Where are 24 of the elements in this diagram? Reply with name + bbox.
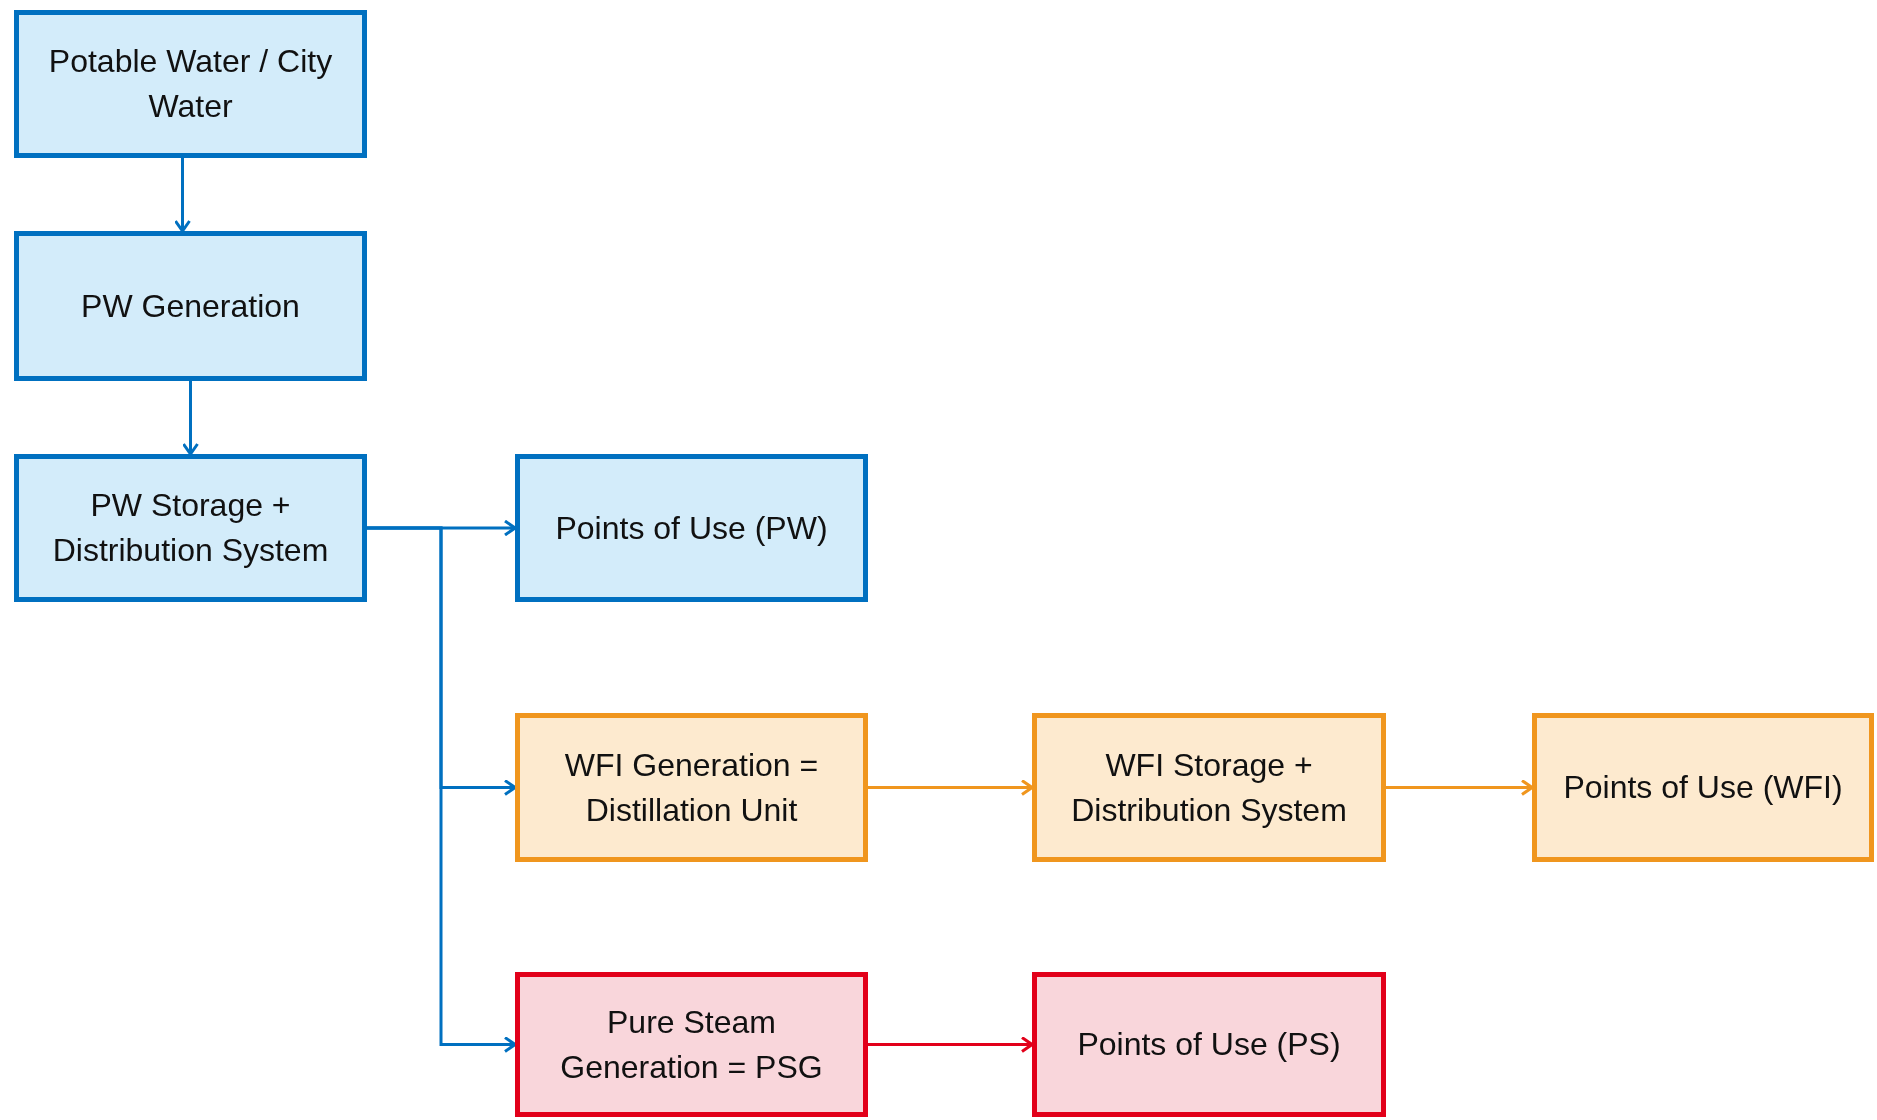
arrow	[868, 1036, 1034, 1053]
process-box	[1032, 972, 1386, 1117]
process-box	[14, 454, 367, 602]
process-box	[1032, 713, 1386, 862]
process-box	[14, 10, 367, 158]
process-box	[515, 713, 868, 862]
process-box	[515, 454, 868, 602]
box-label: WFI Storage + Distribution System	[1070, 745, 1348, 830]
arrow	[1386, 779, 1534, 796]
arrow	[367, 526, 517, 1053]
box-label: Pure Steam Generation = PSG	[559, 1002, 824, 1087]
box-label: PW Storage + Distribution System	[51, 486, 330, 570]
box-label: Points of Use (PS)	[1076, 1025, 1342, 1065]
arrow	[174, 158, 191, 233]
process-box	[1532, 713, 1874, 862]
arrow	[868, 779, 1034, 796]
box-label: WFI Generation = Distillation Unit	[563, 745, 820, 830]
arrow	[182, 381, 199, 456]
box-label: PW Generation	[80, 286, 301, 326]
box-label: Points of Use (WFI)	[1562, 768, 1844, 808]
box-label: Points of Use (PW)	[554, 508, 829, 548]
process-box	[515, 972, 868, 1117]
process-box	[14, 231, 367, 381]
box-label: Potable Water / City Water	[47, 42, 334, 126]
